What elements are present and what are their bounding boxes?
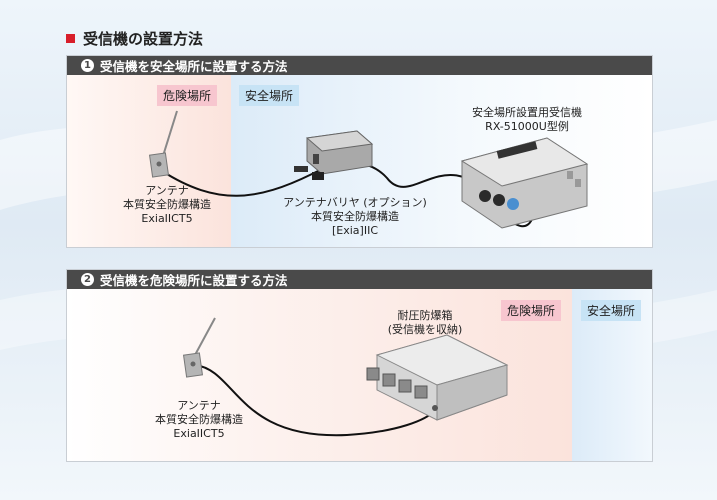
panel-header: 1 受信機を安全場所に設置する方法 — [67, 56, 652, 75]
barrier-label: アンテナバリヤ (オプション) 本質安全防爆構造 [Exia]IIC — [283, 196, 427, 237]
title-marker-icon — [66, 34, 75, 43]
panel-header: 2 受信機を危険場所に設置する方法 — [67, 270, 652, 289]
antenna-label: アンテナ 本質安全防爆構造 ExiaIICT5 — [123, 184, 211, 225]
step-number-badge: 1 — [81, 59, 94, 72]
page-title: 受信機の設置方法 — [66, 28, 203, 49]
danger-zone-tag: 危険場所 — [157, 85, 218, 106]
panel2-illustration — [182, 317, 509, 437]
antenna-label: アンテナ 本質安全防爆構造 ExiaIICT5 — [155, 399, 243, 440]
receiver-icon — [460, 137, 589, 229]
receiver-label: 安全場所設置用受信機 RX-51000U型例 — [472, 106, 582, 133]
page-title-text: 受信機の設置方法 — [83, 30, 204, 48]
panel1-illustration — [148, 110, 589, 229]
panel-heading: 受信機を危険場所に設置する方法 — [100, 273, 288, 288]
safe-zone-tag: 安全場所 — [581, 300, 642, 321]
step-number-badge: 2 — [81, 273, 94, 286]
antenna-icon — [182, 317, 216, 378]
antenna-icon — [148, 110, 178, 178]
panel-heading: 受信機を安全場所に設置する方法 — [100, 59, 288, 74]
panel-danger-install: 2 受信機を危険場所に設置する方法 危険場所 安全場所 — [66, 269, 653, 462]
danger-zone-tag: 危険場所 — [501, 300, 562, 321]
antenna-barrier-icon — [294, 130, 374, 180]
safe-zone-tag: 安全場所 — [239, 85, 300, 106]
box-label: 耐圧防爆箱 (受信機を収納) — [387, 309, 463, 336]
explosion-proof-box-icon — [366, 334, 509, 421]
panel-safe-install: 1 受信機を安全場所に設置する方法 危険場所 安全場所 — [66, 55, 653, 248]
